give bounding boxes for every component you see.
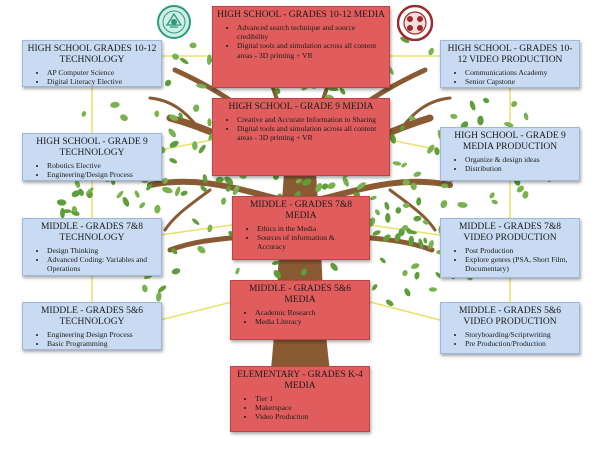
box-list: Robotics Elective Engineering/Design Pro… (27, 161, 157, 179)
video-production-hs-10-12-box: HIGH SCHOOL - GRADES 10-12 VIDEO PRODUCT… (440, 40, 580, 88)
list-item: Design Thinking (47, 246, 157, 255)
list-item: Sources of information & Accuracy (257, 233, 365, 251)
list-item: Creative and Accurate Information to Sha… (237, 115, 385, 124)
box-title: MIDDLE - GRADES 5&6 TECHNOLOGY (40, 306, 144, 327)
box-list: Communications Academy Senior Capstone (445, 68, 575, 86)
list-item: Basic Programming (47, 339, 157, 348)
list-item: Engineering/Design Process (47, 170, 157, 179)
box-list: Creative and Accurate Information to Sha… (217, 115, 385, 143)
green-school-seal-icon (157, 5, 191, 39)
box-title: HIGH SCHOOL GRADES 10-12 TECHNOLOGY (27, 44, 157, 65)
list-item: Ethics in the Media (257, 224, 365, 233)
box-title: MIDDLE - GRADES 7&8 VIDEO PRODUCTION (458, 222, 562, 243)
list-item: Pre Production/Production (465, 339, 575, 348)
box-list: Design Thinking Advanced Coding: Variabl… (27, 246, 157, 274)
media-ms-7-8-box: MIDDLE - GRADES 7&8 MEDIA Ethics in the … (232, 196, 370, 260)
box-title: ELEMENTARY - GRADES K-4 MEDIA (237, 370, 363, 391)
box-list: Engineering Design Process Basic Program… (27, 330, 157, 348)
box-list: Academic Research Media Literacy (235, 308, 365, 326)
list-item: Organize & design ideas (465, 155, 575, 164)
list-item: Academic Research (255, 308, 365, 317)
box-title: HIGH SCHOOL - GRADE 9 MEDIA (228, 102, 374, 112)
box-title: MIDDLE - GRADES 5&6 VIDEO PRODUCTION (458, 306, 562, 327)
list-item: Tier 1 (255, 394, 365, 403)
list-item: Robotics Elective (47, 161, 157, 170)
box-title: MIDDLE - GRADES 7&8 TECHNOLOGY (40, 222, 144, 243)
box-list: Ethics in the Media Sources of informati… (237, 224, 365, 252)
list-item: Storyboarding/Scriptwriting (465, 330, 575, 339)
box-title: HIGH SCHOOL - GRADES 10-12 VIDEO PRODUCT… (447, 44, 573, 65)
box-list: Tier 1 Makerspace Video Production (235, 394, 365, 422)
video-production-ms-7-8-box: MIDDLE - GRADES 7&8 VIDEO PRODUCTION Pos… (440, 218, 580, 278)
list-item: Media Literacy (255, 317, 365, 326)
list-item: Digital tools and simulation across all … (237, 124, 385, 142)
technology-hs-9-box: HIGH SCHOOL - GRADE 9 TECHNOLOGY Robotic… (22, 133, 162, 181)
media-production-hs-9-box: HIGH SCHOOL - GRADE 9 MEDIA PRODUCTION O… (440, 127, 580, 181)
box-title: MIDDLE - GRADES 5&6 MEDIA (248, 284, 352, 305)
list-item: Distribution (465, 164, 575, 173)
media-ms-5-6-box: MIDDLE - GRADES 5&6 MEDIA Academic Resea… (230, 280, 370, 340)
list-item: Communications Academy (465, 68, 575, 77)
box-title: HIGH SCHOOL - GRADE 9 MEDIA PRODUCTION (454, 131, 566, 152)
list-item: AP Computer Science (47, 68, 157, 77)
list-item: Advanced Coding: Variables and Operation… (47, 255, 157, 273)
list-item: Explore genres (PSA, Short Film, Documen… (465, 255, 575, 273)
box-list: Storyboarding/Scriptwriting Pre Producti… (445, 330, 575, 348)
box-title: HIGH SCHOOL - GRADES 10-12 MEDIA (217, 10, 385, 20)
technology-hs-10-12-box: HIGH SCHOOL GRADES 10-12 TECHNOLOGY AP C… (22, 40, 162, 87)
box-list: Post Production Explore genres (PSA, Sho… (445, 246, 575, 274)
red-school-seal-icon (396, 4, 434, 42)
list-item: Advanced search technique and source cre… (237, 23, 385, 41)
list-item: Digital tools and simulation across all … (237, 41, 385, 59)
box-list: AP Computer Science Digital Literacy Ele… (27, 68, 157, 86)
box-title: HIGH SCHOOL - GRADE 9 TECHNOLOGY (36, 137, 148, 158)
list-item: Post Production (465, 246, 575, 255)
media-hs-9-box: HIGH SCHOOL - GRADE 9 MEDIA Creative and… (212, 98, 390, 176)
list-item: Makerspace (255, 403, 365, 412)
media-elementary-box: ELEMENTARY - GRADES K-4 MEDIA Tier 1 Mak… (230, 366, 370, 432)
video-production-ms-5-6-box: MIDDLE - GRADES 5&6 VIDEO PRODUCTION Sto… (440, 302, 580, 354)
list-item: Digital Literacy Elective (47, 77, 157, 86)
box-title: MIDDLE - GRADES 7&8 MEDIA (249, 200, 353, 221)
list-item: Senior Capstone (465, 77, 575, 86)
box-list: Organize & design ideas Distribution (445, 155, 575, 173)
list-item: Engineering Design Process (47, 330, 157, 339)
media-hs-10-12-box: HIGH SCHOOL - GRADES 10-12 MEDIA Advance… (212, 6, 390, 88)
technology-ms-5-6-box: MIDDLE - GRADES 5&6 TECHNOLOGY Engineeri… (22, 302, 162, 350)
technology-ms-7-8-box: MIDDLE - GRADES 7&8 TECHNOLOGY Design Th… (22, 218, 162, 276)
box-list: Advanced search technique and source cre… (217, 23, 385, 60)
list-item: Video Production (255, 412, 365, 421)
